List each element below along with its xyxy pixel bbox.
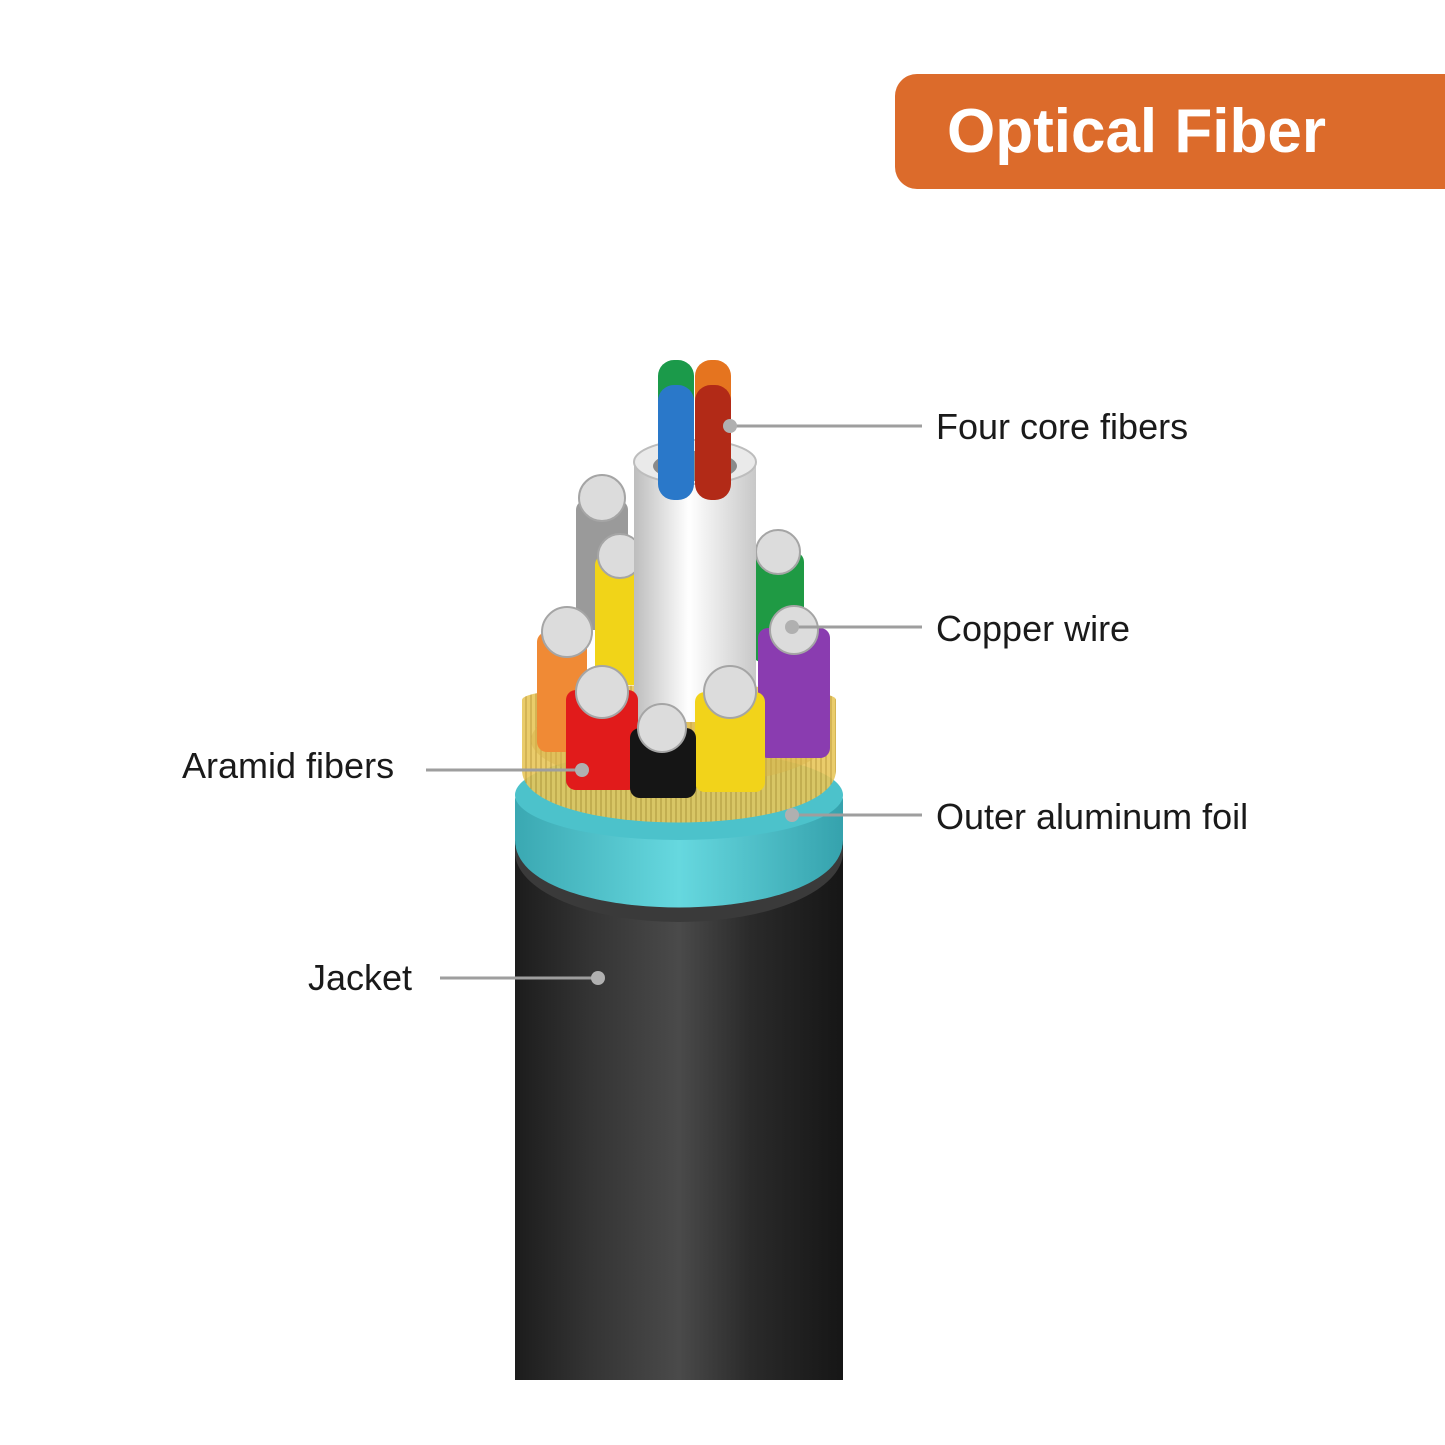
copper-wire-black [630,703,696,798]
leader-core [723,419,922,433]
copper-wire-yellow-front [695,665,765,792]
label-aramid-fibers: Aramid fibers [182,745,395,786]
leader-aramid [426,763,589,777]
label-outer-aluminum-foil: Outer aluminum foil [936,796,1249,837]
page-title: Optical Fiber [947,97,1326,166]
title-badge [895,74,1445,189]
leader-foil [785,808,922,822]
leader-jacket [440,971,605,985]
label-copper-wire: Copper wire [936,608,1131,649]
leader-copper [785,620,922,634]
label-jacket: Jacket [308,957,413,998]
label-four-core-fibers: Four core fibers [936,406,1189,447]
four-core-fibers [658,360,731,500]
